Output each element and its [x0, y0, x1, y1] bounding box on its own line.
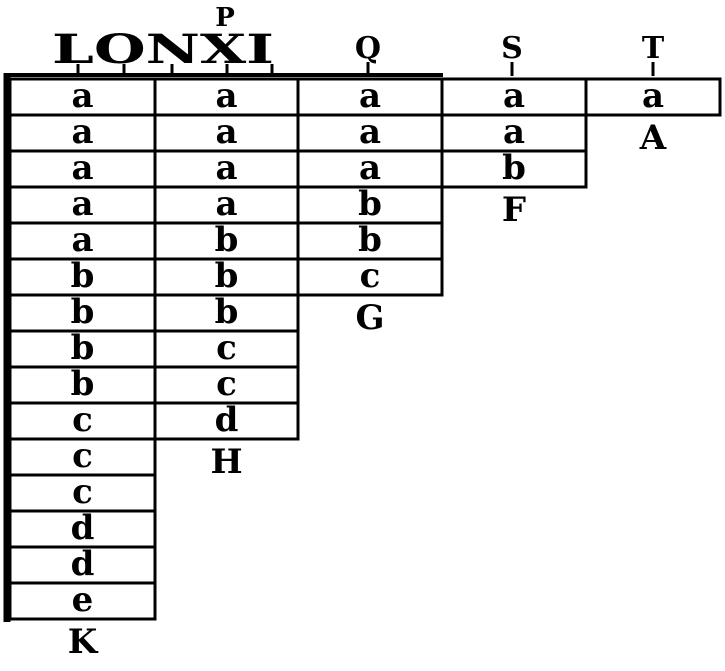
cell-letter: a — [359, 76, 381, 116]
cell-letter: a — [215, 76, 237, 116]
cell-letter: a — [215, 112, 237, 152]
column-foot-label: A — [639, 118, 667, 158]
cell-letter: c — [72, 436, 93, 476]
cell-letter: b — [358, 184, 382, 224]
cell-letter: a — [71, 184, 93, 224]
header-lonxi-label: LONXI — [52, 26, 274, 73]
cell-letter: b — [71, 292, 95, 332]
cell-letter: c — [72, 472, 93, 512]
cell-letter: c — [216, 364, 237, 404]
cell-letter: b — [502, 148, 526, 188]
cell-letter: a — [503, 76, 525, 116]
column-foot-label: G — [355, 298, 384, 338]
cell-letter: a — [71, 76, 93, 116]
column-5: aA — [584, 76, 722, 158]
header-label-s: S — [501, 31, 523, 66]
header-top-letter: P — [215, 3, 235, 33]
cell-letter: c — [216, 328, 237, 368]
column-foot-label: F — [502, 190, 526, 230]
cell-letter: b — [71, 256, 95, 296]
column-foot-label: H — [210, 442, 242, 482]
cell-letter: a — [642, 76, 664, 116]
cell-letter: a — [215, 148, 237, 188]
cell-letter: a — [71, 148, 93, 188]
cell-letter: b — [71, 364, 95, 404]
header-label-t: T — [642, 31, 665, 66]
cell-letter: a — [71, 112, 93, 152]
cell-letter: a — [359, 112, 381, 152]
cell-letter: b — [215, 256, 239, 296]
cell-letter: c — [360, 256, 381, 296]
cell-letter: b — [71, 328, 95, 368]
cell-box — [440, 149, 588, 189]
cell-letter: d — [71, 508, 95, 548]
cell-letter: a — [359, 148, 381, 188]
cell-letter: a — [503, 112, 525, 152]
cell-box — [153, 401, 300, 441]
header-label-q: Q — [355, 31, 381, 66]
cell-letter: e — [72, 580, 94, 620]
column-foot-label: K — [68, 622, 99, 662]
cell-box — [8, 581, 157, 621]
cell-letter: b — [215, 220, 239, 260]
cell-box — [584, 77, 722, 117]
cell-letter: a — [71, 220, 93, 260]
cell-letter: a — [215, 184, 237, 224]
cell-letter: b — [215, 292, 239, 332]
cell-letter: d — [71, 544, 95, 584]
cell-letter: b — [358, 220, 382, 260]
cell-box — [296, 257, 444, 297]
cell-letter: c — [72, 400, 93, 440]
cell-letter: d — [215, 400, 239, 440]
